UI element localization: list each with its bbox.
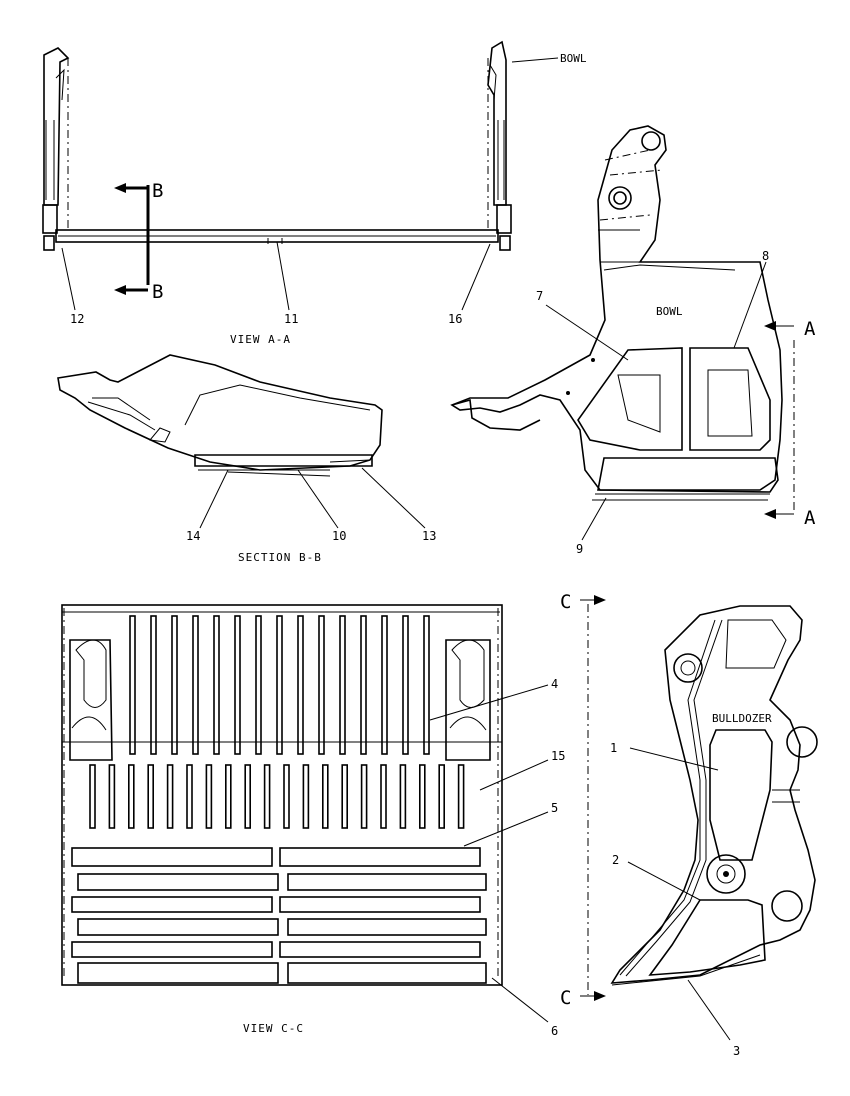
liner-plate: [77, 873, 279, 891]
text-labels: BOWL BOWL BULLDOZER B B A A C C VIEW A-A…: [70, 52, 816, 1058]
long-rib: [297, 615, 304, 755]
section-bb-caption: SECTION B-B: [238, 551, 322, 564]
liner-plate: [287, 962, 487, 984]
callout-12: 12: [70, 312, 84, 326]
short-rib: [457, 764, 465, 829]
long-rib: [255, 615, 262, 755]
liner-plate: [279, 896, 481, 913]
callout-2: 2: [612, 853, 619, 867]
short-rib: [399, 764, 407, 829]
long-rib: [192, 615, 199, 755]
liner-plate: [71, 847, 273, 867]
bulldozer-note: BULLDOZER: [712, 712, 772, 725]
callout-8: 8: [762, 249, 769, 263]
liner-plate: [287, 918, 487, 936]
liner-plate: [279, 847, 481, 867]
long-rib: [318, 615, 325, 755]
short-rib: [225, 764, 232, 829]
liner-plate: [71, 896, 273, 913]
view-cc-caption: VIEW C-C: [243, 1022, 304, 1035]
short-rib: [302, 764, 310, 829]
view-aa: [42, 40, 559, 311]
callout-16: 16: [448, 312, 462, 326]
section-bb: [57, 354, 426, 529]
liner-plate: [279, 941, 481, 958]
short-rib: [321, 764, 329, 829]
liner-rows: [71, 847, 487, 984]
section-label-a-top: A: [804, 318, 816, 340]
section-label-b-bottom: B: [152, 281, 163, 303]
short-rib: [205, 764, 213, 829]
callout-10: 10: [332, 529, 346, 543]
short-rib: [166, 764, 174, 829]
long-rib: [234, 615, 241, 755]
short-rib: [108, 764, 116, 829]
section-label-a-bottom: A: [804, 507, 816, 529]
short-rib: [89, 764, 96, 829]
short-rib: [341, 764, 349, 829]
callout-4: 4: [551, 677, 558, 691]
section-label-b-top: B: [152, 180, 163, 202]
short-rib: [380, 764, 387, 829]
callout-14: 14: [186, 529, 200, 543]
callout-1: 1: [610, 741, 617, 755]
long-rib: [276, 615, 283, 755]
short-rib: [360, 764, 368, 829]
callout-15: 15: [551, 749, 565, 763]
long-rib: [423, 615, 430, 755]
callout-5: 5: [551, 801, 558, 815]
section-label-c-bottom: C: [560, 987, 571, 1009]
callout-9: 9: [576, 542, 583, 556]
bowl-side-note: BOWL: [656, 305, 683, 318]
long-rib: [381, 615, 388, 755]
short-rib: [263, 764, 271, 829]
long-rib: [360, 615, 367, 755]
short-rib: [147, 764, 154, 829]
bowl-top-note: BOWL: [560, 52, 587, 65]
short-rib: [186, 764, 193, 829]
bulldozer-side-view: [610, 605, 818, 1041]
view-cc: [61, 595, 606, 1023]
long-rib-group: [129, 615, 430, 755]
liner-plate: [287, 873, 487, 891]
callout-6: 6: [551, 1024, 558, 1038]
long-rib: [213, 615, 220, 755]
bowl-side-view: [450, 125, 795, 541]
liner-plate: [71, 941, 273, 958]
callout-3: 3: [733, 1044, 740, 1058]
callout-13: 13: [422, 529, 436, 543]
callout-11: 11: [284, 312, 298, 326]
section-label-c-top: C: [560, 591, 571, 613]
short-rib: [438, 764, 446, 829]
short-rib: [283, 764, 290, 829]
long-rib: [339, 615, 346, 755]
long-rib: [171, 615, 178, 755]
long-rib: [402, 615, 409, 755]
long-rib: [150, 615, 157, 755]
liner-plate: [77, 962, 279, 984]
short-rib: [128, 764, 135, 829]
long-rib: [129, 615, 136, 755]
short-rib: [244, 764, 251, 829]
short-rib: [418, 764, 426, 829]
short-rib-group: [89, 764, 465, 829]
liner-plate: [77, 918, 279, 936]
view-aa-caption: VIEW A-A: [230, 333, 291, 346]
callout-7: 7: [536, 289, 543, 303]
